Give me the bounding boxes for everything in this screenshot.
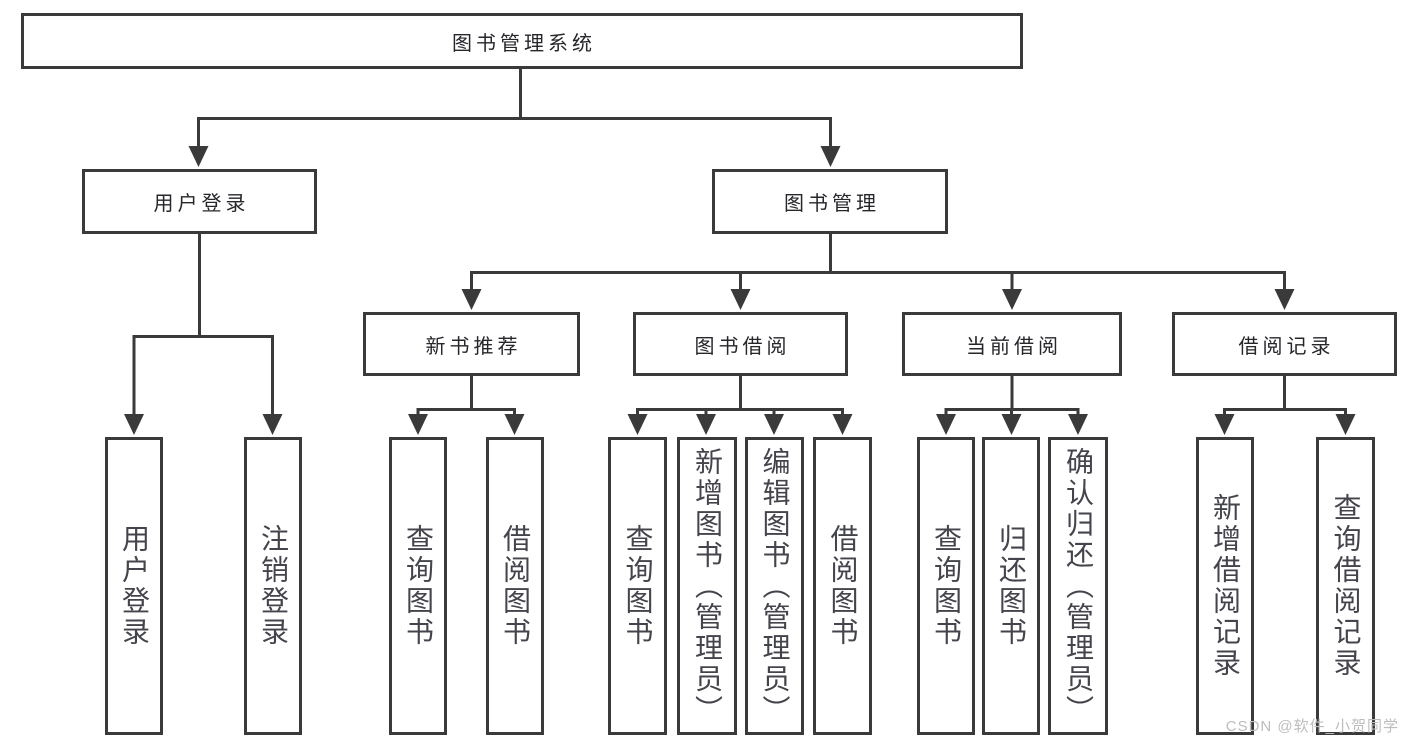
- leaf-logout: 注销登录: [244, 437, 302, 735]
- leaf-query-borrow-record: 查询借阅记录: [1316, 437, 1375, 735]
- leaf-query-books-borrow: 查询图书: [608, 437, 667, 735]
- node-new-book-recommendation: 新书推荐: [363, 312, 580, 376]
- node-book-management: 图书管理: [712, 169, 948, 234]
- watermark: CSDN @软件_小贺同学: [1225, 718, 1399, 735]
- leaf-user-login: 用户登录: [105, 437, 163, 735]
- node-user-login: 用户登录: [82, 169, 317, 234]
- node-book-borrowing: 图书借阅: [633, 312, 848, 376]
- leaf-add-borrow-record: 新增借阅记录: [1196, 437, 1254, 735]
- leaf-query-books-recommend: 查询图书: [389, 437, 447, 735]
- leaf-return-book: 归还图书: [982, 437, 1040, 735]
- leaf-confirm-return-admin: 确认归还（管理员）: [1048, 437, 1108, 735]
- node-borrowing-records: 借阅记录: [1172, 312, 1397, 376]
- node-library-management-system: 图书管理系统: [21, 13, 1023, 69]
- leaf-add-book-admin: 新增图书（管理员）: [677, 437, 737, 735]
- leaf-edit-book-admin: 编辑图书（管理员）: [745, 437, 804, 735]
- node-current-borrowing: 当前借阅: [902, 312, 1122, 376]
- leaf-query-books-current: 查询图书: [917, 437, 975, 735]
- leaf-borrow-books: 借阅图书: [813, 437, 872, 735]
- leaf-borrow-books-recommend: 借阅图书: [486, 437, 544, 735]
